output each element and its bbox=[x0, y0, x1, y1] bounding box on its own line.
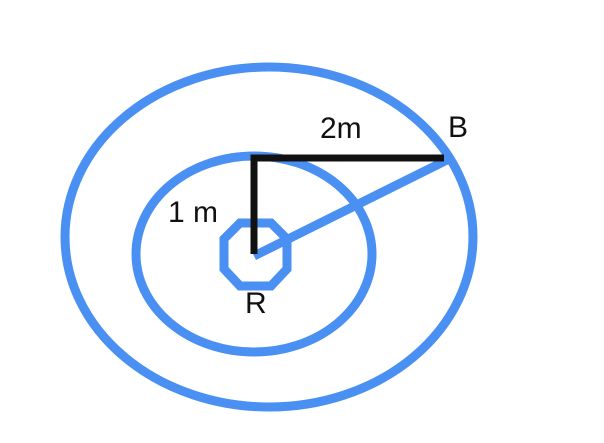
vertical-distance-label: 1 m bbox=[168, 196, 218, 229]
outer-ring bbox=[60, 62, 478, 412]
horizontal-distance-label: 2m bbox=[320, 112, 362, 145]
radial-line-r-to-b bbox=[251, 155, 450, 261]
point-r-label: R bbox=[245, 287, 267, 320]
inner-ring bbox=[219, 218, 292, 291]
point-b-label: B bbox=[448, 111, 468, 144]
right-angle-path bbox=[250, 154, 444, 254]
